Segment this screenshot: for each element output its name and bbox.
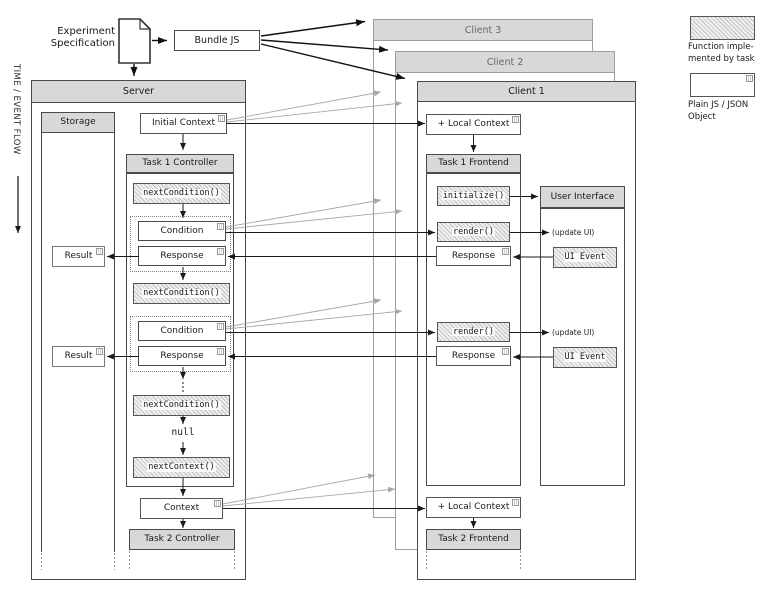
json-object-badge-icon <box>217 323 224 330</box>
local-context-1-label: + Local Context <box>437 119 510 129</box>
task2-controller-label: Task 2 Controller <box>144 534 220 544</box>
client3-header: Client 3 <box>374 20 592 41</box>
legend-plain-line1: Plain JS / JSON <box>688 100 749 110</box>
legend-hatched-line1: Function imple- <box>688 42 754 52</box>
render-1-box: render() <box>437 222 510 242</box>
next-condition-3-box: nextCondition() <box>133 395 230 416</box>
local-context-2-box: + Local Context <box>426 497 521 518</box>
bundle-js-label: Bundle JS <box>194 34 240 46</box>
initial-context-label: Initial Context <box>151 118 216 128</box>
response-client-1-label: Response <box>451 250 496 261</box>
local-context-1-box: + Local Context <box>426 114 521 135</box>
client1-label: Client 1 <box>508 86 545 97</box>
legend-plain-text: Plain JS / JSON Object <box>688 100 760 123</box>
update-ui-2-label: (update UI) <box>552 328 595 337</box>
time-event-flow-label: TIME / EVENT FLOW <box>11 64 21 155</box>
legend-hatched-line2: mented by task <box>688 53 755 64</box>
initialize-label: initialize() <box>441 190 506 201</box>
experiment-spec-line2: Specification <box>50 38 115 49</box>
legend-plain-swatch <box>690 73 755 97</box>
response-server-1-box: Response <box>138 246 226 266</box>
task1-frontend-header: Task 1 Frontend <box>426 154 521 173</box>
response-client-2-box: Response <box>436 346 511 366</box>
task2-frontend-box: Task 2 Frontend <box>426 529 521 550</box>
json-object-badge-icon <box>512 116 519 123</box>
response-server-2-label: Response <box>160 350 204 361</box>
user-interface-header: User Interface <box>540 186 625 208</box>
ui-event-2-label: UI Event <box>563 352 607 363</box>
experiment-spec-line1: Experiment <box>57 26 115 37</box>
next-condition-1-box: nextCondition() <box>133 183 230 204</box>
result-2-box: Result <box>52 346 105 367</box>
null-value-label: null <box>171 427 195 438</box>
task1-controller-label: Task 1 Controller <box>142 158 218 168</box>
storage-label: Storage <box>60 117 96 127</box>
json-object-badge-icon <box>502 348 509 355</box>
json-object-badge-icon <box>218 115 225 122</box>
json-object-badge-icon <box>502 248 509 255</box>
render-2-box: render() <box>437 322 510 342</box>
response-client-2-label: Response <box>451 350 496 361</box>
legend-hatched-swatch <box>690 16 755 40</box>
result-1-label: Result <box>64 251 93 261</box>
json-object-badge-icon <box>746 75 753 82</box>
json-object-badge-icon <box>214 500 221 507</box>
initial-context-box: Initial Context <box>140 113 227 134</box>
ui-event-2-box: UI Event <box>553 347 617 368</box>
initialize-box: initialize() <box>437 186 510 206</box>
storage-body <box>41 133 115 552</box>
render-1-label: render() <box>452 226 495 237</box>
condition-2-label: Condition <box>160 325 204 336</box>
context-label: Context <box>163 503 200 513</box>
ui-event-1-box: UI Event <box>553 247 617 268</box>
experiment-spec-label: Experiment Specification <box>30 26 115 50</box>
server-label: Server <box>122 86 155 97</box>
result-2-label: Result <box>64 351 93 361</box>
server-header: Server <box>32 81 245 103</box>
document-icon <box>118 18 151 64</box>
json-object-badge-icon <box>512 499 519 506</box>
client1-header: Client 1 <box>418 82 635 102</box>
trial-group-2 <box>130 316 231 372</box>
next-condition-2-box: nextCondition() <box>133 283 230 304</box>
user-interface-label: User Interface <box>550 191 615 202</box>
json-object-badge-icon <box>217 348 224 355</box>
next-condition-1-label: nextCondition() <box>142 188 221 199</box>
task1-frontend-label: Task 1 Frontend <box>438 158 509 168</box>
response-server-2-box: Response <box>138 346 226 366</box>
condition-1-label: Condition <box>160 225 204 236</box>
json-object-badge-icon <box>217 223 224 230</box>
next-condition-2-label: nextCondition() <box>142 288 221 299</box>
condition-1-box: Condition <box>138 221 226 241</box>
next-context-label: nextContext() <box>147 462 216 473</box>
next-context-box: nextContext() <box>133 457 230 478</box>
task2-controller-box: Task 2 Controller <box>129 529 235 550</box>
ui-event-1-label: UI Event <box>563 252 607 263</box>
json-object-badge-icon <box>96 248 103 255</box>
update-ui-1-label: (update UI) <box>552 228 595 237</box>
result-1-box: Result <box>52 246 105 267</box>
task2-frontend-label: Task 2 Frontend <box>438 534 509 544</box>
render-2-label: render() <box>452 326 495 337</box>
legend-plain-line2: Object <box>688 111 716 122</box>
client2-label: Client 2 <box>486 56 524 68</box>
client2-header: Client 2 <box>396 52 614 73</box>
local-context-2-label: + Local Context <box>437 502 510 512</box>
bundle-js-box: Bundle JS <box>174 30 260 51</box>
json-object-badge-icon <box>217 248 224 255</box>
client3-label: Client 3 <box>464 24 502 36</box>
condition-2-box: Condition <box>138 321 226 341</box>
json-object-badge-icon <box>96 348 103 355</box>
next-condition-3-label: nextCondition() <box>142 400 221 411</box>
storage-header: Storage <box>41 112 115 133</box>
response-client-1-box: Response <box>436 246 511 266</box>
context-box: Context <box>140 498 223 519</box>
legend-hatched-text: Function imple- mented by task <box>688 42 760 65</box>
response-server-1-label: Response <box>160 250 204 261</box>
task1-controller-header: Task 1 Controller <box>126 154 234 173</box>
